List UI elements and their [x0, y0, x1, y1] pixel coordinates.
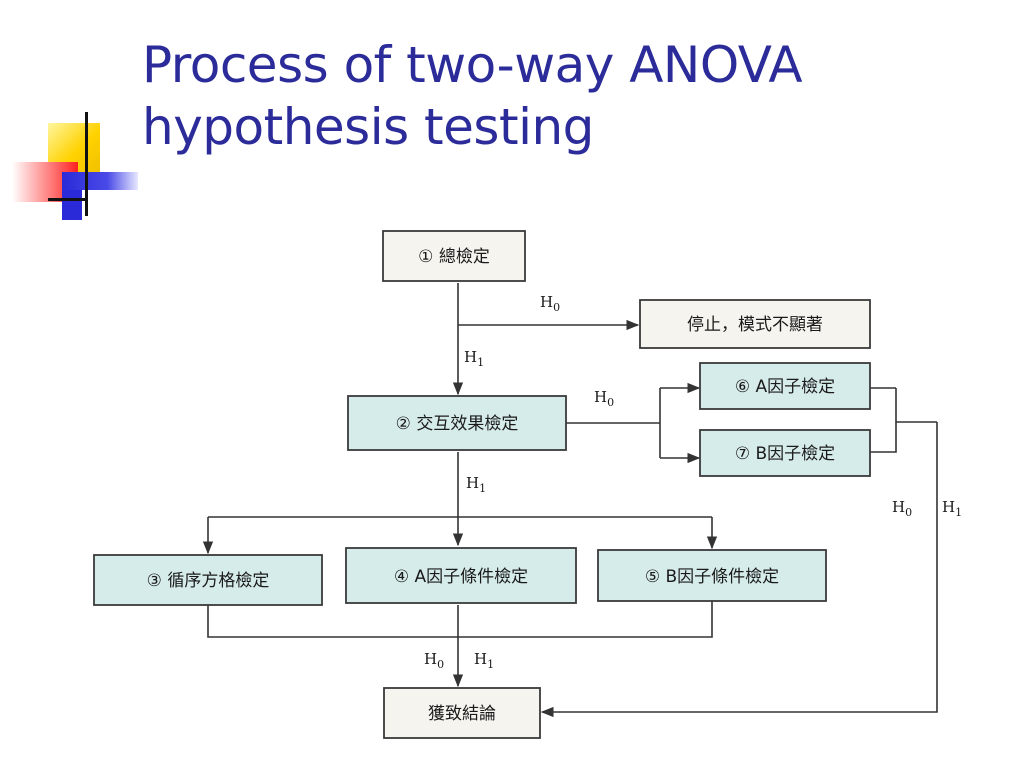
edge-labels: H0 H1 H0 H1 H0 H1 H0 H1 — [424, 293, 962, 671]
slide-title: Process of two-way ANOVA hypothesis test… — [142, 34, 1002, 158]
node-box-stop — [639, 299, 871, 349]
node-n1: ① 總檢定 — [418, 247, 490, 267]
edge-n7-up — [870, 422, 897, 453]
slide-title-line-1: Process of two-way ANOVA — [142, 36, 803, 94]
node-n4: ④ A因子條件檢定 — [394, 567, 528, 587]
decor-vertical-line — [85, 112, 88, 216]
edge-label-merge-h1: H1 — [474, 650, 494, 671]
node-box-n5 — [597, 549, 827, 602]
node-end: 獲致結論 — [428, 704, 496, 724]
node-box-n7 — [699, 429, 871, 477]
node-n6: ⑥ A因子檢定 — [735, 377, 835, 397]
node-box-end — [383, 687, 541, 739]
node-n2: ② 交互效果檢定 — [396, 414, 519, 434]
node-labels: ① 總檢定 停止，模式不顯著 ② 交互效果檢定 ⑥ A因子檢定 ⑦ B因子檢定 … — [147, 247, 835, 724]
edge-label-n2-to-n6-n7: H0 — [594, 388, 614, 409]
connectors — [202, 283, 938, 718]
edge-label-n6-n7-h0: H0 — [892, 498, 912, 519]
node-n3: ③ 循序方格檢定 — [147, 571, 270, 591]
node-stop: 停止，模式不顯著 — [687, 315, 823, 335]
decor-horizontal-line — [48, 198, 86, 201]
edge-n6-down — [895, 388, 937, 423]
node-box-n3 — [93, 554, 323, 606]
node-box-n2 — [347, 395, 567, 451]
edge-label-n2-to-branch: H1 — [466, 474, 486, 495]
edge-label-merge-h0: H0 — [424, 650, 444, 671]
edge-n6-n7-to-end — [540, 422, 938, 718]
node-box-n4 — [345, 547, 577, 604]
node-n5: ⑤ B因子條件檢定 — [645, 567, 779, 587]
node-box-n1 — [382, 230, 526, 282]
edge-label-n1-to-n2: H1 — [464, 348, 484, 369]
edge-merge-bar — [207, 601, 713, 638]
slide-title-line-2: hypothesis testing — [142, 98, 594, 156]
node-n7: ⑦ B因子檢定 — [735, 444, 835, 464]
node-box-n6 — [699, 362, 871, 410]
decor-blue-bar — [62, 172, 138, 190]
edge-label-n6-n7-h1: H1 — [942, 498, 962, 519]
edge-label-n1-to-stop: H0 — [540, 293, 560, 314]
node-boxes — [93, 230, 871, 739]
